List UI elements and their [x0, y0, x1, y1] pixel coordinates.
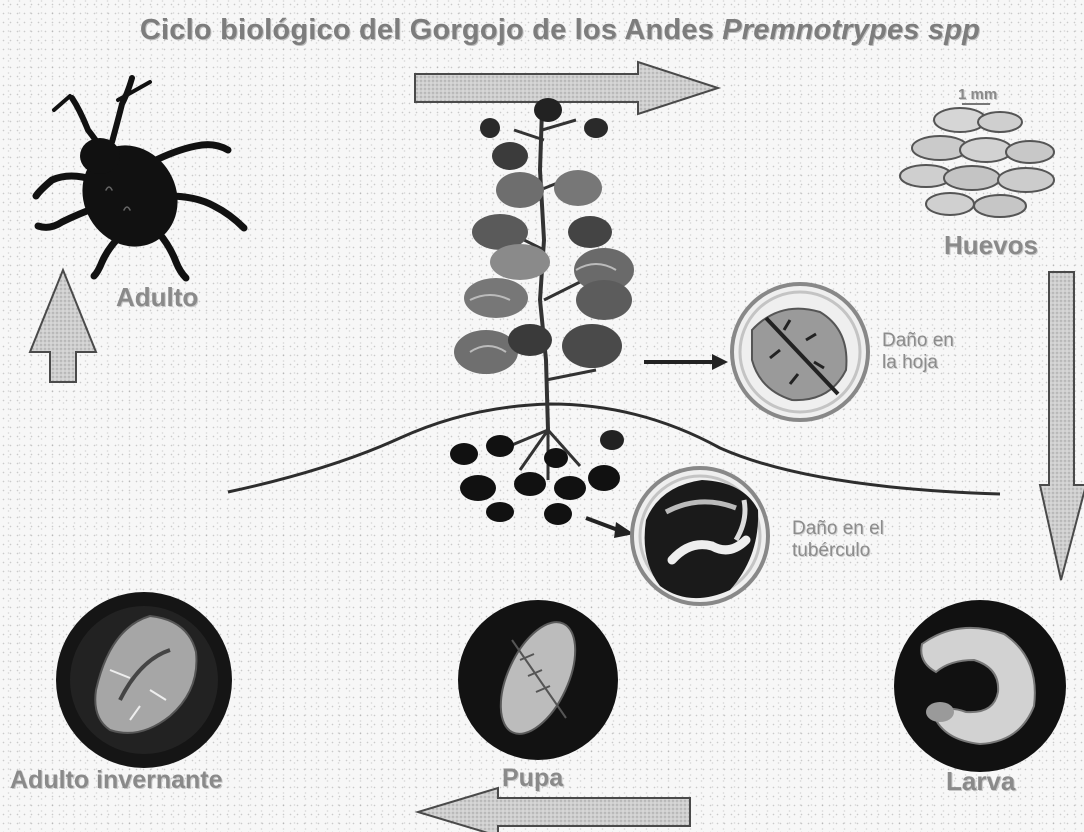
- label-larva: Larva: [946, 766, 1016, 796]
- weevil-adult-icon: [32, 75, 248, 282]
- title-species: Premnotrypes spp: [722, 14, 981, 46]
- label-pupa: Pupa: [502, 764, 564, 792]
- eggs-scale-label: 1 mm: [958, 86, 998, 103]
- pupa-icon: [458, 600, 618, 760]
- weevil-antenna: [52, 80, 152, 112]
- title-main: Ciclo biológico del Gorgojo de los Andes: [139, 14, 714, 46]
- arrow-larva-to-pupa: [414, 786, 691, 832]
- label-adulto: Adulto: [116, 282, 199, 312]
- soil-line: [227, 402, 1001, 496]
- tuber-damage-label: Daño en el tubérculo: [792, 518, 884, 562]
- arrow-overwinter-to-adult: [28, 267, 98, 383]
- potato-plant-icon: [450, 98, 634, 525]
- label-adulto-invernante: Adulto invernante: [10, 766, 223, 794]
- pointer-arrow-leaf: [644, 354, 728, 370]
- leaf-damage-line2: la hoja: [882, 352, 938, 373]
- leaf-damage-icon: [730, 282, 870, 422]
- tuber-damage-line2: tubérculo: [792, 540, 871, 561]
- eggs-icon: [899, 103, 1055, 218]
- pointer-arrow-tuber: [585, 516, 634, 538]
- larva-icon: [894, 600, 1066, 772]
- tuber-damage-line1: Daño en el: [792, 518, 884, 539]
- leaf-damage-label: Daño en la hoja: [882, 330, 954, 374]
- label-huevos: Huevos: [944, 230, 1038, 260]
- diagram-title: Ciclo biológico del Gorgojo de los Andes…: [60, 14, 1060, 47]
- arrow-adult-to-eggs: [414, 60, 722, 116]
- tuber-damage-icon: [630, 466, 770, 606]
- arrow-eggs-to-larva: [1038, 271, 1084, 581]
- overwintering-adult-icon: [56, 592, 232, 768]
- leaf-damage-line1: Daño en: [882, 330, 954, 351]
